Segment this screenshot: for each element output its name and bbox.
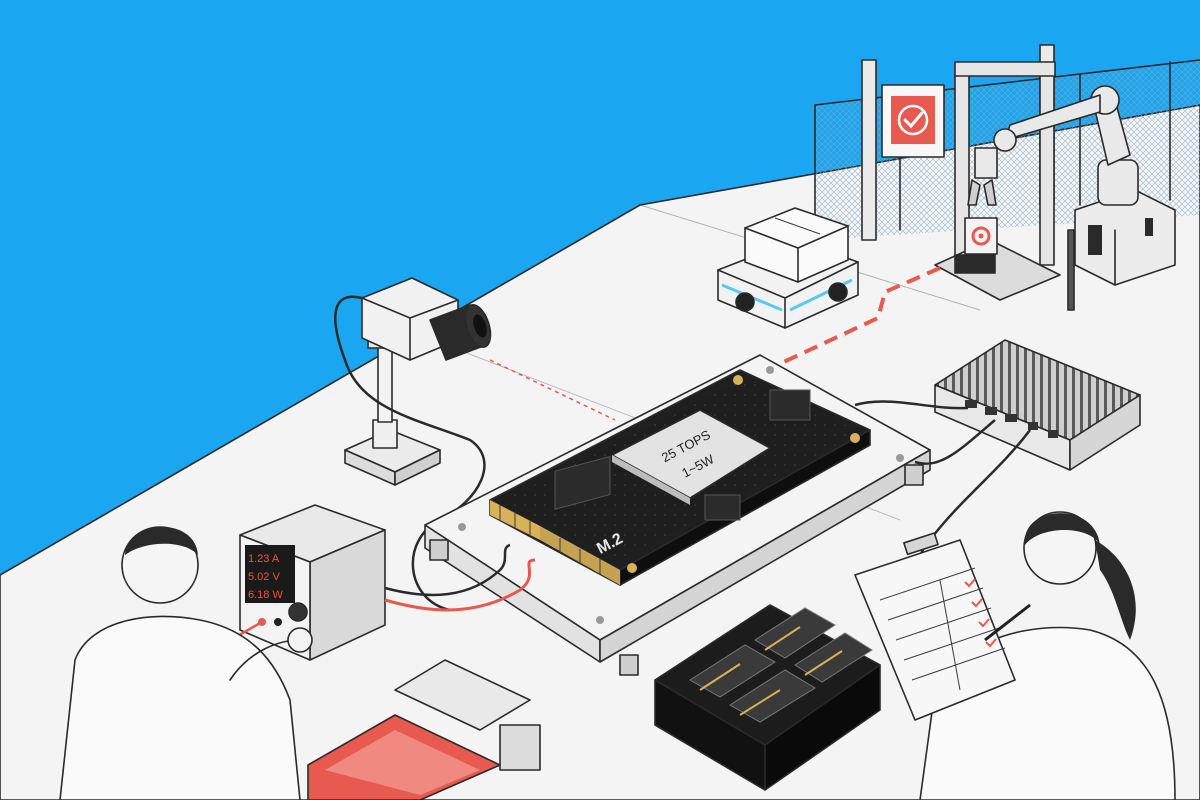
voltage-readout: 5.02 V [248, 571, 280, 583]
main-chip [611, 409, 771, 499]
mobile-robot [717, 207, 859, 329]
power-supply: 1.23 A 5.02 V 6.18 W [198, 504, 536, 666]
edge-computer [854, 339, 1141, 592]
check-icon [903, 111, 924, 129]
robot-path [744, 266, 941, 382]
check-sign [881, 84, 945, 158]
module-tray [654, 604, 881, 791]
technician-right [854, 511, 1176, 800]
target-icon [971, 226, 991, 246]
current-readout: 1.23 A [248, 553, 280, 565]
technician-left [59, 526, 313, 800]
power-readout: 6.18 W [248, 589, 283, 601]
clipboard [854, 539, 1016, 721]
m2-module-board: 25 TOPS 1~5W M.2 [489, 369, 871, 586]
robot-arm-station [934, 61, 1176, 311]
camera [334, 277, 492, 612]
red-bin [307, 659, 541, 800]
camera-beam [489, 359, 616, 421]
power-knob[interactable] [288, 602, 308, 622]
power-display [245, 545, 295, 603]
